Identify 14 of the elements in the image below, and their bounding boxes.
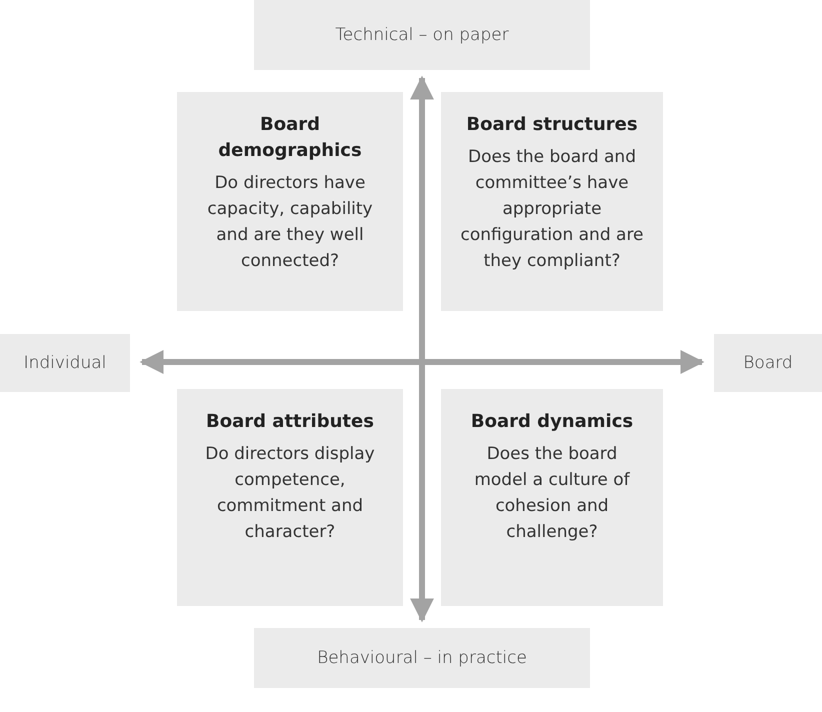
axis-label: Behavioural – in practice (317, 648, 527, 668)
axis-label: Technical – on paper (335, 25, 509, 45)
quadrant-question: Do directors display competence, commitment and character? (204, 443, 376, 544)
quadrant-question: Do directors have capacity, capability and are they well connected? (206, 172, 374, 273)
double-arrow (410, 76, 434, 622)
axis-label: Board (743, 353, 793, 373)
quadrant-question: Does the board model a culture of cohesion and challenge? (473, 443, 631, 544)
quadrant-heading: Board attributes (206, 410, 374, 434)
quadrant-question: Does the board and committee’s have appropriate configuration and are they compliant? (459, 146, 645, 273)
axis-label: Individual (24, 353, 106, 373)
double-arrow (140, 350, 704, 374)
quadrant-heading: Board structures (466, 113, 638, 137)
quadrant-heading: Board dynamics (470, 410, 634, 434)
quadrant-heading: Board demographics (217, 113, 363, 163)
